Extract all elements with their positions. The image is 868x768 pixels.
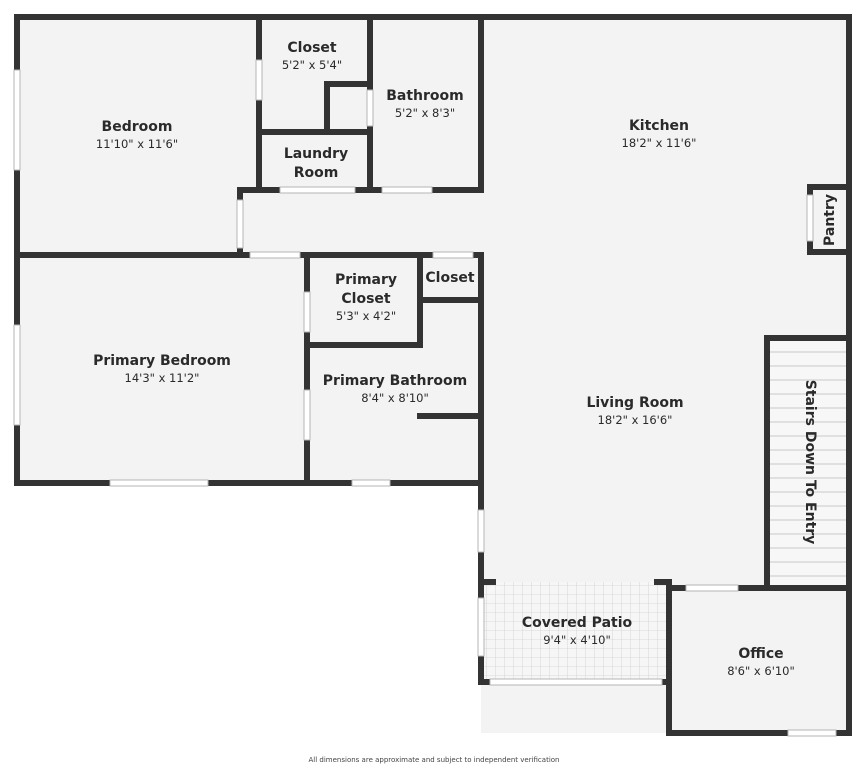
door-bathroom: [381, 186, 433, 194]
door-primary-closet: [303, 291, 311, 333]
windows-and-openings: [13, 59, 837, 737]
room-dim-office: 8'6" x 6'10": [727, 664, 795, 678]
door-pantry: [806, 194, 814, 242]
door-bedroom-hall: [236, 199, 244, 249]
window-primary-bedroom-west: [13, 324, 21, 426]
room-dim-primary-closet: 5'3" x 4'2": [336, 309, 396, 323]
room-label-laundry-1: Laundry: [284, 146, 348, 162]
room-label-primary-bedroom: Primary Bedroom: [93, 353, 231, 369]
room-label-primary-bathroom: Primary Bathroom: [323, 373, 467, 389]
window-patio-west: [477, 597, 485, 657]
room-label-laundry-2: Room: [294, 165, 339, 181]
window-primary-bathroom-south: [351, 479, 391, 487]
room-dim-bedroom: 11'10" x 11'6": [96, 137, 178, 151]
room-dim-living-room: 18'2" x 16'6": [598, 413, 673, 427]
room-label-bathroom: Bathroom: [386, 88, 464, 104]
window-primary-bedroom-south: [109, 479, 209, 487]
room-dim-bathroom: 5'2" x 8'3": [395, 106, 455, 120]
room-label-closet-small: Closet: [425, 270, 475, 286]
stair-treads: [767, 351, 847, 577]
window-patio-south: [489, 678, 663, 686]
room-dim-closet-top: 5'2" x 5'4": [282, 58, 342, 72]
covered-patio-fill: [483, 582, 669, 682]
room-label-closet-top: Closet: [287, 40, 337, 56]
door-primary-bedroom: [249, 251, 301, 259]
door-laundry: [279, 186, 356, 194]
room-dim-kitchen: 18'2" x 11'6": [622, 136, 697, 150]
room-label-covered-patio: Covered Patio: [522, 615, 633, 631]
room-label-kitchen: Kitchen: [629, 118, 689, 134]
door-closet-hall: [432, 251, 474, 259]
main-floor: [17, 17, 849, 483]
room-dim-primary-bedroom: 14'3" x 11'2": [125, 371, 200, 385]
room-label-primary-closet-1: Primary: [335, 272, 397, 288]
room-dim-covered-patio: 9'4" x 4'10": [543, 633, 611, 647]
window-living-west: [477, 509, 485, 553]
room-label-living-room: Living Room: [586, 395, 683, 411]
door-closet-small: [366, 89, 374, 127]
disclaimer-text: All dimensions are approximate and subje…: [309, 756, 560, 764]
room-label-stairs: Stairs Down To Entry: [802, 380, 818, 545]
room-labels: Bedroom 11'10" x 11'6" Closet 5'2" x 5'4…: [93, 40, 838, 764]
door-bedroom-closet: [255, 59, 263, 101]
room-label-pantry: Pantry: [822, 194, 838, 246]
door-office: [685, 584, 739, 592]
room-label-primary-closet-2: Closet: [341, 291, 391, 307]
window-office-south: [787, 729, 837, 737]
room-label-bedroom: Bedroom: [102, 119, 173, 135]
room-dim-primary-bathroom: 8'4" x 8'10": [361, 391, 429, 405]
door-primary-bathroom: [303, 389, 311, 441]
window-bedroom-west: [13, 69, 21, 171]
room-label-office: Office: [738, 646, 783, 662]
